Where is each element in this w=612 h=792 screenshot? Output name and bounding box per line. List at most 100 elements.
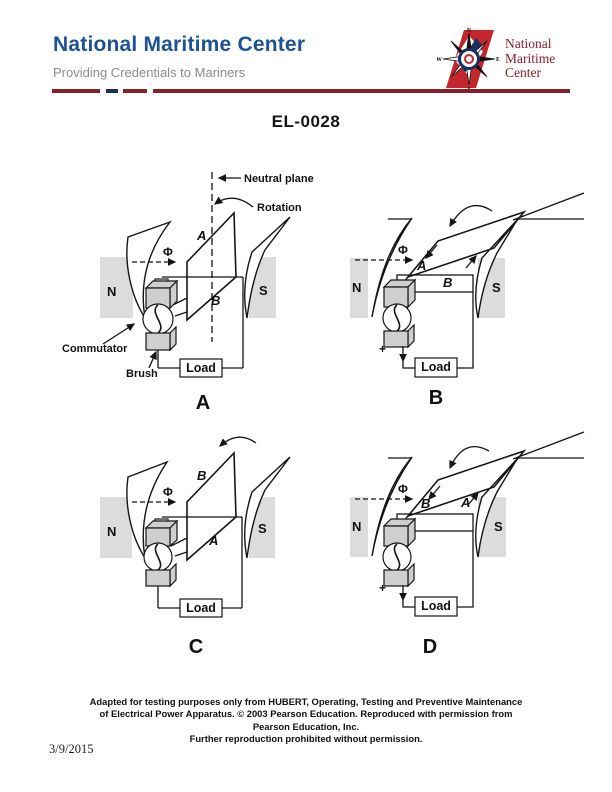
- polarity-label: +: [379, 342, 386, 356]
- diagram-d: N S Φ B A + Load D: [350, 431, 585, 658]
- logo-wordmark: National Maritime Center: [505, 37, 555, 81]
- polarity-label: +: [379, 581, 386, 595]
- coil-side-a: A: [196, 228, 206, 243]
- south-pole-face: [244, 216, 291, 319]
- north-pole-face: [371, 217, 413, 318]
- rotation-arrow: [449, 204, 493, 228]
- rotation-label: Rotation: [257, 202, 302, 214]
- caption: D: [423, 636, 437, 658]
- agency-tagline: Providing Credentials to Mariners: [53, 65, 246, 80]
- neutral-plane-label: Neutral plane: [244, 173, 314, 185]
- brush-block: [145, 332, 171, 351]
- circuit-wires: [402, 292, 474, 369]
- shaft-lines: [512, 431, 585, 460]
- brush-block: [383, 569, 409, 587]
- north-pole: [350, 258, 368, 318]
- south-pole-face: [474, 458, 518, 558]
- north-label: N: [352, 280, 361, 295]
- commutator-assembly: [143, 519, 179, 588]
- south-pole-face: [474, 219, 518, 319]
- compass-rose-icon: N S W E: [437, 28, 500, 91]
- commutator-assembly: [142, 279, 179, 352]
- coil-side-a: A: [460, 495, 470, 510]
- diagram-c: N S Φ B A Load C: [100, 436, 291, 658]
- current-arrow-b: [428, 485, 441, 500]
- coil-side-a: A: [416, 258, 426, 273]
- caption: C: [189, 636, 203, 658]
- armature-coil: [186, 211, 237, 322]
- current-arrow-a: [467, 492, 479, 506]
- commutator-assembly: [382, 517, 417, 588]
- armature-coil: [405, 449, 527, 518]
- nmc-logo: N S W E National Maritime Center: [437, 27, 555, 91]
- coil-side-a: A: [208, 533, 218, 548]
- commutator-label: Commutator: [62, 343, 128, 355]
- caption: A: [196, 392, 210, 414]
- logo-line-1: National: [505, 36, 552, 52]
- current-arrow-b: [465, 255, 477, 269]
- compass-e: E: [496, 57, 500, 63]
- north-pole: [350, 497, 368, 557]
- diagram-b: N S Φ A B + Load B: [350, 192, 585, 409]
- south-label: S: [259, 283, 268, 298]
- north-label: N: [107, 284, 116, 299]
- south-pole-face: [244, 456, 291, 559]
- commutator-pointer: [102, 323, 136, 345]
- copyright-line-4: Further reproduction prohibited without …: [189, 733, 423, 745]
- north-pole-face: [371, 456, 413, 557]
- load-label: Load: [421, 599, 451, 613]
- north-label: N: [107, 524, 116, 539]
- logo-line-3: Center: [505, 65, 541, 81]
- flux-label: Φ: [163, 485, 173, 499]
- rotation-arrow: [213, 196, 254, 208]
- armature-coil: [186, 451, 237, 562]
- diagram-a: Neutral plane Rotation Commutator Brush …: [62, 172, 314, 414]
- circuit-wires: [157, 276, 244, 369]
- compass-w: W: [437, 57, 442, 63]
- figure-code: EL-0028: [271, 112, 341, 131]
- brush-block: [145, 569, 171, 587]
- south-label: S: [258, 521, 267, 536]
- load-box: [414, 596, 458, 617]
- circuit-wires: [402, 531, 474, 608]
- shaft-lines: [512, 192, 585, 221]
- load-label: Load: [186, 601, 216, 615]
- coil-side-b: B: [211, 293, 220, 308]
- load-label: Load: [186, 361, 216, 375]
- brush-block: [383, 330, 409, 348]
- coil-leads: [170, 537, 188, 557]
- current-arrow-a: [425, 244, 438, 259]
- header: National Maritime Center Providing Crede…: [53, 33, 305, 80]
- copyright-line-3: Pearson Education, Inc.: [252, 720, 360, 732]
- rotation-arrow: [449, 446, 490, 470]
- rotation-arrow: [219, 436, 257, 447]
- agency-title: National Maritime Center: [53, 33, 306, 56]
- north-pole: [100, 497, 132, 558]
- load-label: Load: [421, 360, 451, 374]
- circuit-wires: [157, 516, 243, 609]
- caption: B: [429, 387, 443, 409]
- south-label: S: [494, 519, 503, 534]
- south-label: S: [492, 280, 501, 295]
- coil-side-b: B: [443, 275, 452, 290]
- north-label: N: [352, 519, 361, 534]
- copyright-line-1: Adapted for testing purposes only from H…: [89, 696, 523, 707]
- flux-label: Φ: [398, 482, 408, 496]
- load-box: [414, 357, 458, 378]
- load-box: [179, 598, 223, 618]
- coil-side-b: B: [197, 468, 206, 483]
- commutator-assembly: [382, 278, 417, 349]
- compass-n: N: [467, 28, 472, 34]
- copyright-notice: Adapted for testing purposes only from H…: [0, 696, 612, 746]
- coil-side-b: B: [421, 496, 430, 511]
- brush-pointer: [148, 350, 157, 369]
- brush-label: Brush: [126, 368, 158, 380]
- load-box: [179, 358, 223, 378]
- copyright-line-2: of Electrical Power Apparatus. © 2003 Pe…: [99, 708, 513, 720]
- flux-label: Φ: [163, 245, 173, 259]
- logo-line-2: Maritime: [505, 50, 556, 66]
- header-divider: [52, 89, 570, 93]
- flux-label: Φ: [398, 243, 408, 257]
